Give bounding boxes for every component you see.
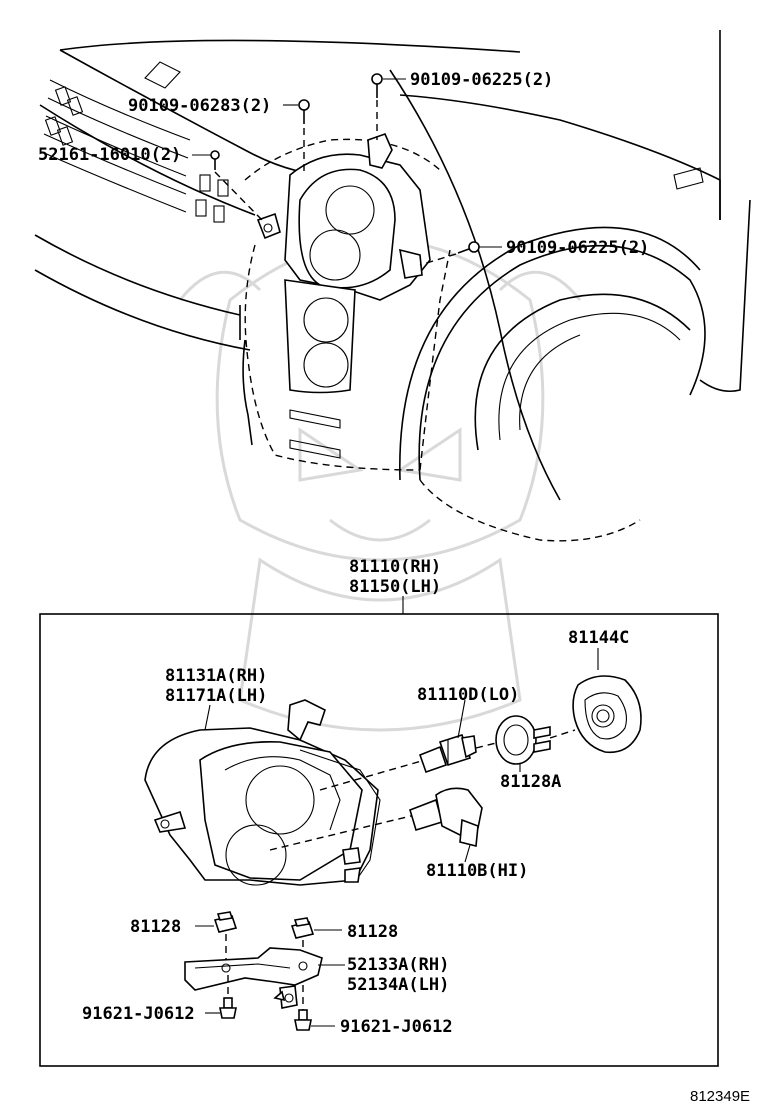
nut-right-icon [290,917,315,962]
assembly-frame [39,613,719,1067]
screw-right-icon [294,985,312,1031]
label-assy-lh: 81150(LH) [349,577,441,597]
screw-left-icon [219,975,237,1019]
label-bolt-left: 90109-06283(2) [128,96,271,116]
label-clip-left: 52161-16010(2) [38,145,181,165]
vehicle-front-corner [34,30,751,542]
label-bracket-lh: 52134A(LH) [347,975,449,995]
label-screw-right: 91621-J0612 [340,1017,453,1037]
label-socket: 81128A [500,772,561,792]
housing-leader [204,704,211,731]
label-nut-right: 81128 [347,922,398,942]
label-housing-rh: 81131A(RH) [165,666,267,686]
dust-cover-icon [549,675,642,754]
socket-icon [475,715,551,765]
label-assy-rh: 81110(RH) [349,557,441,577]
bulb-lo-icon [319,734,477,791]
label-bolt-upper: 90109-06225(2) [410,70,553,90]
label-screw-left: 91621-J0612 [82,1004,195,1024]
clip-left-icon [192,150,263,221]
bulb-hi-leader [464,844,471,863]
headlamp-housing [144,699,381,886]
diagram-ref: 812349E [690,1088,750,1105]
label-bolt-side: 90109-06225(2) [506,238,649,258]
bulb-hi-icon [269,787,483,851]
label-cover: 81144C [568,628,629,648]
label-bulb-lo: 81110D(LO) [417,685,519,705]
label-bulb-hi: 81110B(HI) [426,861,528,881]
label-nut-left: 81128 [130,917,181,937]
installed-headlamp [256,132,431,459]
label-housing-lh: 81171A(LH) [165,686,267,706]
bulb-lo-leader [457,699,466,739]
bolt-upper-icon [371,73,406,140]
nut-left-icon [213,911,238,966]
bolt-side-icon [419,241,502,266]
bolt-left-icon [283,99,310,175]
mounting-bracket-icon [184,947,323,1009]
label-bracket-rh: 52133A(RH) [347,955,449,975]
